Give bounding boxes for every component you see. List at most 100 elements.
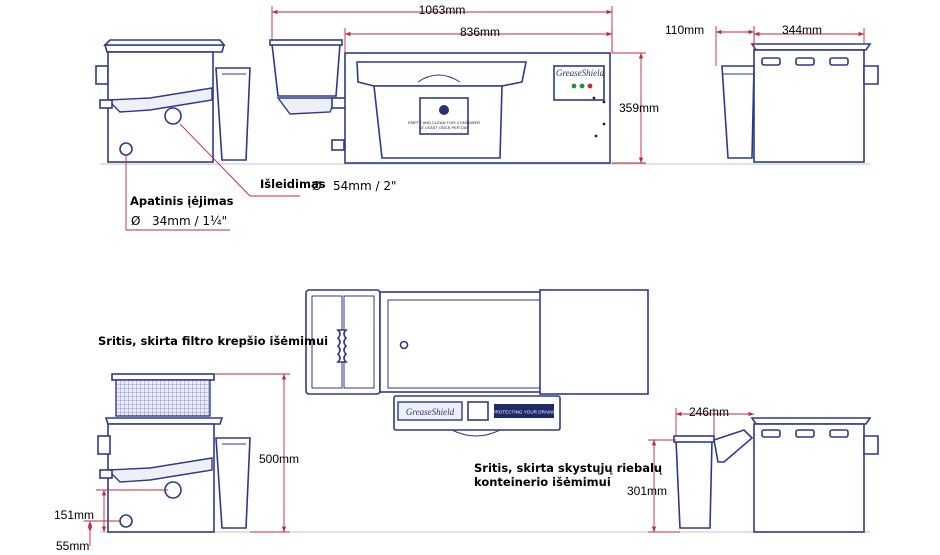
removed-container-rim [673, 435, 715, 443]
dim-301-text: 301mm [627, 484, 667, 498]
side-view-right [721, 43, 879, 163]
plan-banner-text: PROTECTING YOUR DRAINS [492, 410, 555, 415]
bside2-lid [750, 417, 872, 425]
outlet-circle-top [164, 107, 182, 125]
inlet-title: Apatinis įėjimas [130, 194, 234, 208]
bside-tray [106, 457, 213, 483]
status-led-green-2 [579, 83, 585, 89]
dim-110-text: 110mm [665, 23, 704, 37]
fixing-dot-1 [592, 96, 596, 100]
bside-inlet-stub [97, 435, 111, 455]
removed-grease-container [675, 439, 713, 529]
dim-344-text: 344mm [782, 23, 822, 37]
outlet-leader [179, 123, 300, 197]
rside-vent-2 [795, 57, 815, 66]
filter-basket-mesh [115, 379, 211, 417]
brand-panel [553, 65, 605, 101]
rside-tank-body [753, 49, 865, 163]
outlet-title: Išleidimas [260, 177, 326, 191]
dim-1063-text: 1063mm [419, 3, 466, 17]
side-inlet-nozzle [99, 99, 113, 109]
front-outlet-stub [331, 97, 347, 109]
side-inlet-stub [95, 65, 109, 85]
bside-grease-container [215, 437, 251, 529]
dim-total-length: 1063mm [271, 3, 613, 53]
dim-container-height: 301mm [627, 439, 680, 533]
side-grease-container [215, 67, 251, 161]
dim-container-width: 246mm [675, 405, 754, 436]
plan-brand-plate [397, 401, 463, 421]
dim-151-text: 151mm [54, 508, 94, 522]
dim-inlet-height: 151mm [54, 489, 168, 532]
dim-55-text: 55mm [56, 539, 89, 553]
dim-height: 359mm [612, 52, 659, 164]
warning-label [419, 97, 469, 135]
front-container-handle [417, 74, 461, 83]
rside-grease-container [721, 65, 755, 159]
fixing-dot-4 [594, 134, 598, 138]
front-inlet-stub [331, 139, 345, 151]
inlet-size: 34mm / 1¼" [152, 214, 227, 228]
grease-area-label-line1: Sritis, skirta skystųjų riebalų [474, 461, 663, 475]
dim-836-text: 836mm [460, 25, 500, 39]
side-view-left [95, 39, 251, 163]
warning-line2: AT LEAST ONCE PER DAY [419, 125, 469, 130]
basket-area-label: Sritis, skirta filtro krepšio išėmimui [98, 334, 328, 348]
warning-icon [439, 105, 449, 115]
plan-view: GreaseShield PROTECTING YOUR DRAINS [305, 289, 649, 437]
plan-logo-box [467, 401, 489, 421]
outlet-size: 54mm / 2" [333, 179, 396, 193]
side-view-container-out [673, 417, 879, 533]
dim-246-text: 246mm [689, 405, 729, 419]
plan-lid-handle [336, 329, 348, 363]
basket-rim [111, 373, 215, 381]
side-tray [106, 87, 213, 113]
brand-name-plan: GreaseShield [406, 407, 455, 417]
dim-tank-length: 836mm [344, 25, 613, 53]
rside-vent-1 [761, 57, 781, 66]
inlet-circle-bottom [119, 514, 133, 528]
side-lid [103, 44, 226, 53]
dim-inlet-offset: 110mm [665, 23, 755, 66]
dim-tank-width: 344mm [753, 23, 865, 44]
plan-container-handle [451, 429, 501, 437]
plan-banner [494, 404, 554, 418]
bside-lid [104, 417, 224, 425]
bside2-vent-3 [829, 429, 849, 438]
dim-basket-height: 500mm [214, 373, 299, 533]
side-lid-top [103, 39, 226, 46]
front-view: EMPTY AND CLEAN THIS CONTAINER AT LEAST … [269, 39, 611, 164]
rside-outlet-stub [863, 65, 879, 85]
dim-359-text: 359mm [619, 101, 659, 115]
inlet-circle-top [119, 142, 133, 156]
front-basket-rim [269, 39, 343, 46]
container-chute [713, 429, 754, 463]
bside2-tank-body [753, 423, 865, 533]
outlet-diameter-symbol: Ø [312, 179, 321, 193]
grease-area-label-line2: konteinerio išėmimui [474, 475, 611, 489]
bside2-outlet-stub [863, 435, 879, 455]
plan-lock [399, 340, 409, 350]
bside-inlet-nozzle [99, 469, 113, 479]
front-container-top [356, 61, 527, 87]
inlet-diameter-symbol: Ø [131, 214, 140, 228]
plan-tank-top [379, 291, 549, 393]
plan-extension [539, 289, 649, 395]
status-led-red [587, 83, 593, 89]
rside-lid [750, 43, 872, 51]
fixing-dot-3 [602, 122, 606, 126]
fixing-dot-2 [602, 100, 606, 104]
front-basket [271, 43, 341, 97]
dim-base-height: 55mm [56, 520, 120, 553]
bside2-vent-1 [761, 429, 781, 438]
bside2-vent-2 [795, 429, 815, 438]
front-tray [276, 97, 338, 115]
inlet-leader [125, 155, 230, 231]
side-view-basket-out [97, 373, 251, 533]
rside-vent-3 [829, 57, 849, 66]
dim-500-text: 500mm [259, 452, 299, 466]
brand-name-front: GreaseShield [556, 68, 605, 78]
status-led-green [571, 83, 577, 89]
warning-line1: EMPTY AND CLEAN THIS CONTAINER [408, 120, 480, 125]
